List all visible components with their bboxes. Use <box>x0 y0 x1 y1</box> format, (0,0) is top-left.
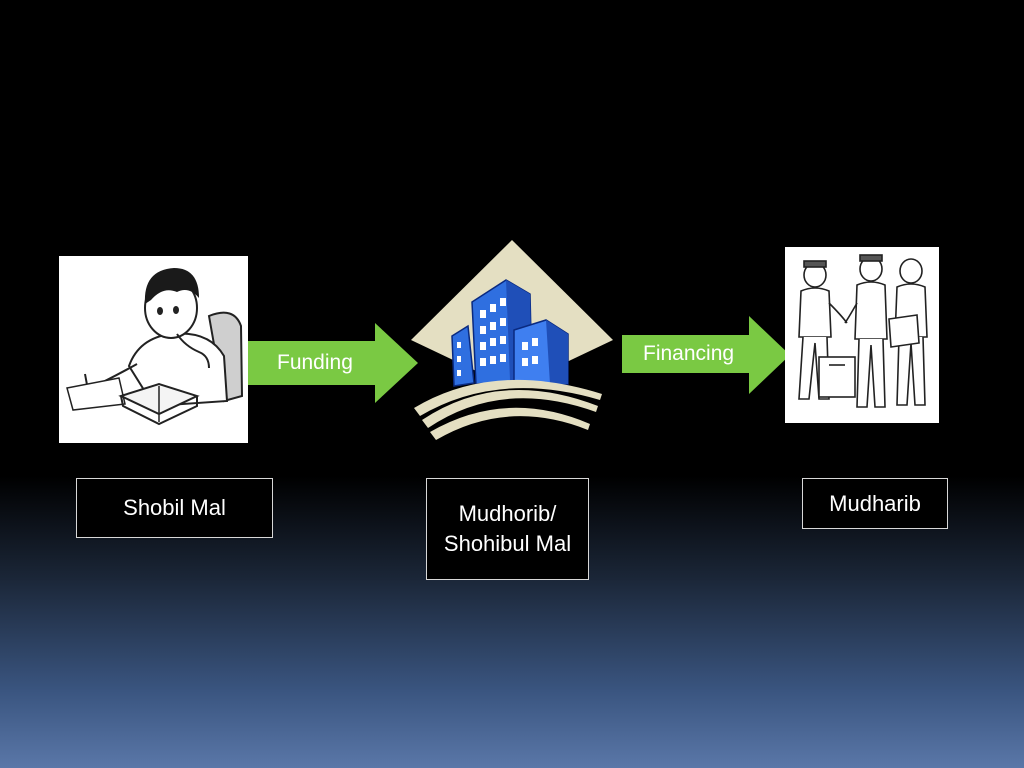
office-building-icon <box>410 238 615 443</box>
student-writing-illustration <box>59 256 248 443</box>
funding-label: Funding <box>277 351 353 375</box>
financing-label: Financing <box>643 342 734 366</box>
mudhorib-shohibul-mal-label: Mudhorib/ Shohibul Mal <box>426 478 589 580</box>
people-handshake-illustration <box>785 247 939 423</box>
shobil-mal-label: Shobil Mal <box>76 478 273 538</box>
shohibul-mal-text: Shohibul Mal <box>444 529 571 559</box>
mudhorib-text: Mudhorib/ <box>459 499 557 529</box>
mudharib-text: Mudharib <box>829 489 921 519</box>
mudharib-label: Mudharib <box>802 478 948 529</box>
shobil-mal-text: Shobil Mal <box>123 493 226 523</box>
